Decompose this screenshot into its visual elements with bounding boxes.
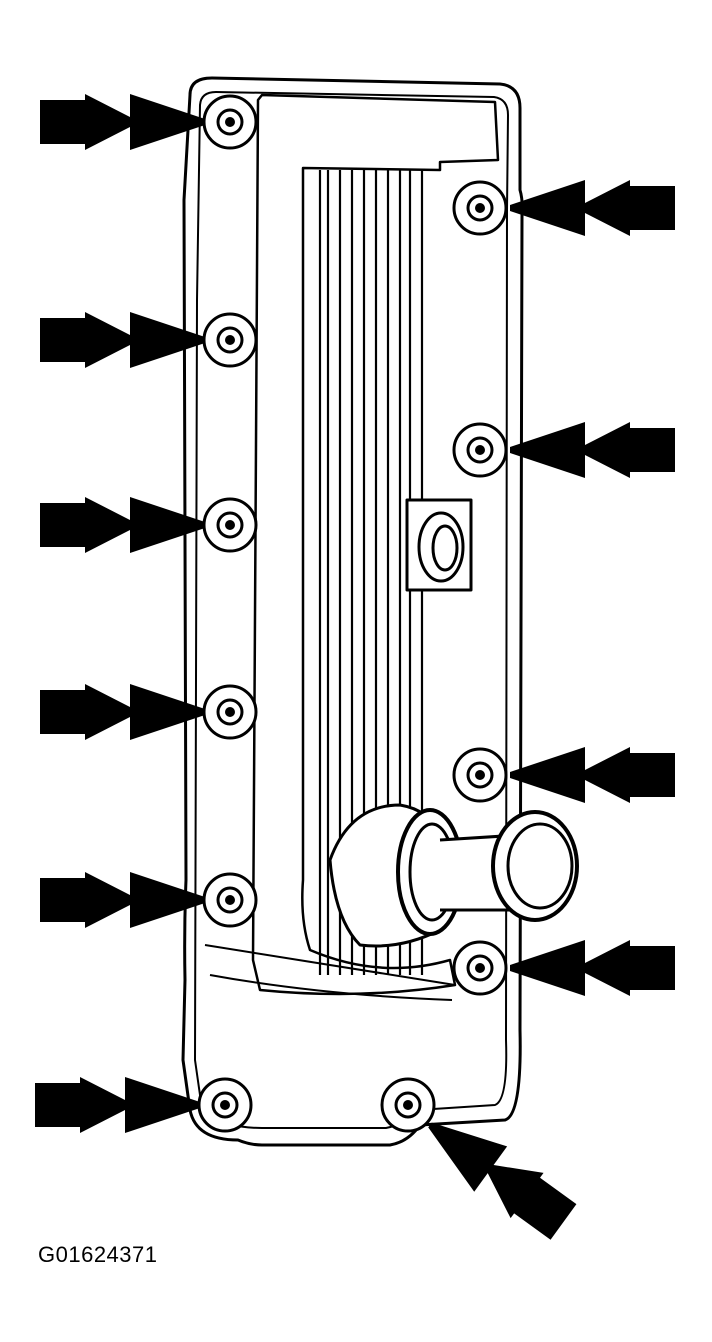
bolt-4 <box>452 422 508 478</box>
bolt-3 <box>202 312 258 368</box>
bolt-2 <box>452 180 508 236</box>
bolt-8 <box>202 872 258 928</box>
bolt-10 <box>197 1077 253 1133</box>
callout-arrows <box>35 94 675 1240</box>
bolts <box>197 94 508 1133</box>
callout-arrow-7 <box>510 747 675 803</box>
cover-raised-top <box>251 93 500 996</box>
callout-arrow-6 <box>40 684 205 740</box>
callout-arrow-8 <box>40 872 205 928</box>
bolt-1 <box>202 94 258 150</box>
callout-arrow-4 <box>510 422 675 478</box>
callout-arrow-3 <box>40 312 205 368</box>
callout-arrow-11 <box>428 1122 577 1240</box>
bolt-5 <box>202 497 258 553</box>
bolt-11 <box>380 1077 436 1133</box>
bolt-9 <box>452 940 508 996</box>
bolt-7 <box>452 747 508 803</box>
callout-arrow-10 <box>35 1077 200 1133</box>
valve-cover <box>181 76 579 1147</box>
callout-arrow-9 <box>510 940 675 996</box>
breather-pipe <box>328 803 579 948</box>
cover-lower-ridge <box>204 944 456 1001</box>
bolt-6 <box>202 684 258 740</box>
callout-arrow-2 <box>510 180 675 236</box>
figure-id-label: G01624371 <box>38 1242 158 1267</box>
sensor-boss <box>405 498 473 592</box>
callout-arrow-5 <box>40 497 205 553</box>
callout-arrow-1 <box>40 94 205 150</box>
